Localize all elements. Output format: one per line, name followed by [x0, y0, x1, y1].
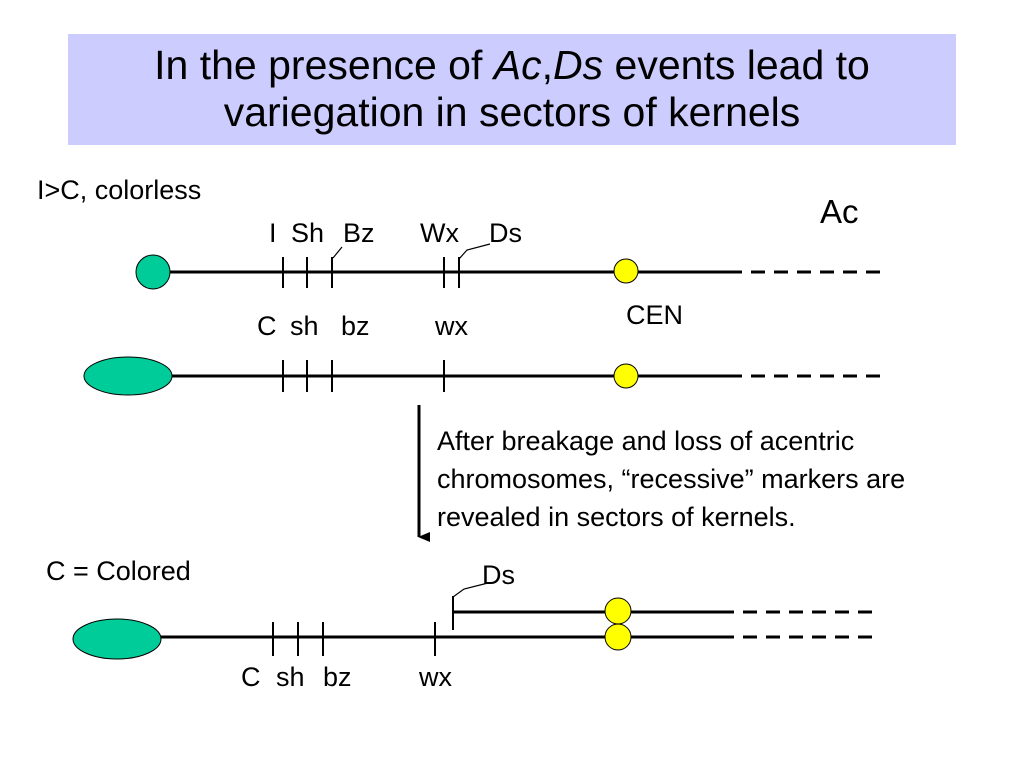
ds-leader-top [458, 243, 491, 260]
gene-label-bot-sh: sh [276, 662, 305, 692]
gene-label-top-ds: Ds [489, 218, 522, 248]
gene-label-mid-bz: bz [341, 311, 370, 341]
gene-label-mid-c: C [257, 311, 277, 341]
title-text-part1: In the presence of [154, 42, 494, 88]
gene-label-bot-c: C [241, 662, 261, 692]
gene-label-top-sh: Sh [291, 218, 325, 248]
gene-label-bot-bz: bz [323, 662, 352, 692]
gene-label-top-i: I [269, 218, 277, 248]
chromosome-end-oval [72, 618, 162, 660]
ds-leader-bottom [452, 582, 489, 598]
gene-label-top-bz: Bz [343, 218, 375, 248]
gene-label-bot-wx: wx [419, 662, 452, 692]
genotype-label: I>C, colorless [37, 175, 202, 205]
chromosome-end-oval [83, 356, 173, 396]
bz-leader-top [332, 246, 343, 259]
chromosome-middle [83, 356, 888, 396]
centromere-lower [604, 623, 632, 651]
title-comma: , [541, 42, 554, 88]
gene-label-mid-wx: wx [435, 311, 468, 341]
title-line2: variegation in sectors of kernels [223, 89, 801, 135]
title-text-part2: events lead to [603, 42, 870, 88]
gene-label-top-wx: Wx [420, 218, 459, 248]
centromere-upper [604, 597, 632, 625]
title-ac: Ac [493, 42, 542, 88]
slide-title: In the presence of Ac,Ds events lead to … [68, 34, 956, 145]
result-label: C = Colored [46, 556, 191, 586]
centromere [613, 258, 639, 284]
chromosome-end-oval [135, 254, 171, 290]
centromere [613, 363, 639, 389]
chromosome-top [135, 243, 888, 290]
gene-label-mid-sh: sh [290, 311, 319, 341]
ds-label-bottom: Ds [482, 560, 515, 590]
title-ds: Ds [553, 42, 604, 88]
ac-label: Ac [820, 193, 859, 230]
cen-label: CEN [626, 300, 684, 330]
breakage-note: After breakage and loss of acentric chro… [437, 426, 906, 532]
chromosome-bottom [72, 582, 880, 660]
